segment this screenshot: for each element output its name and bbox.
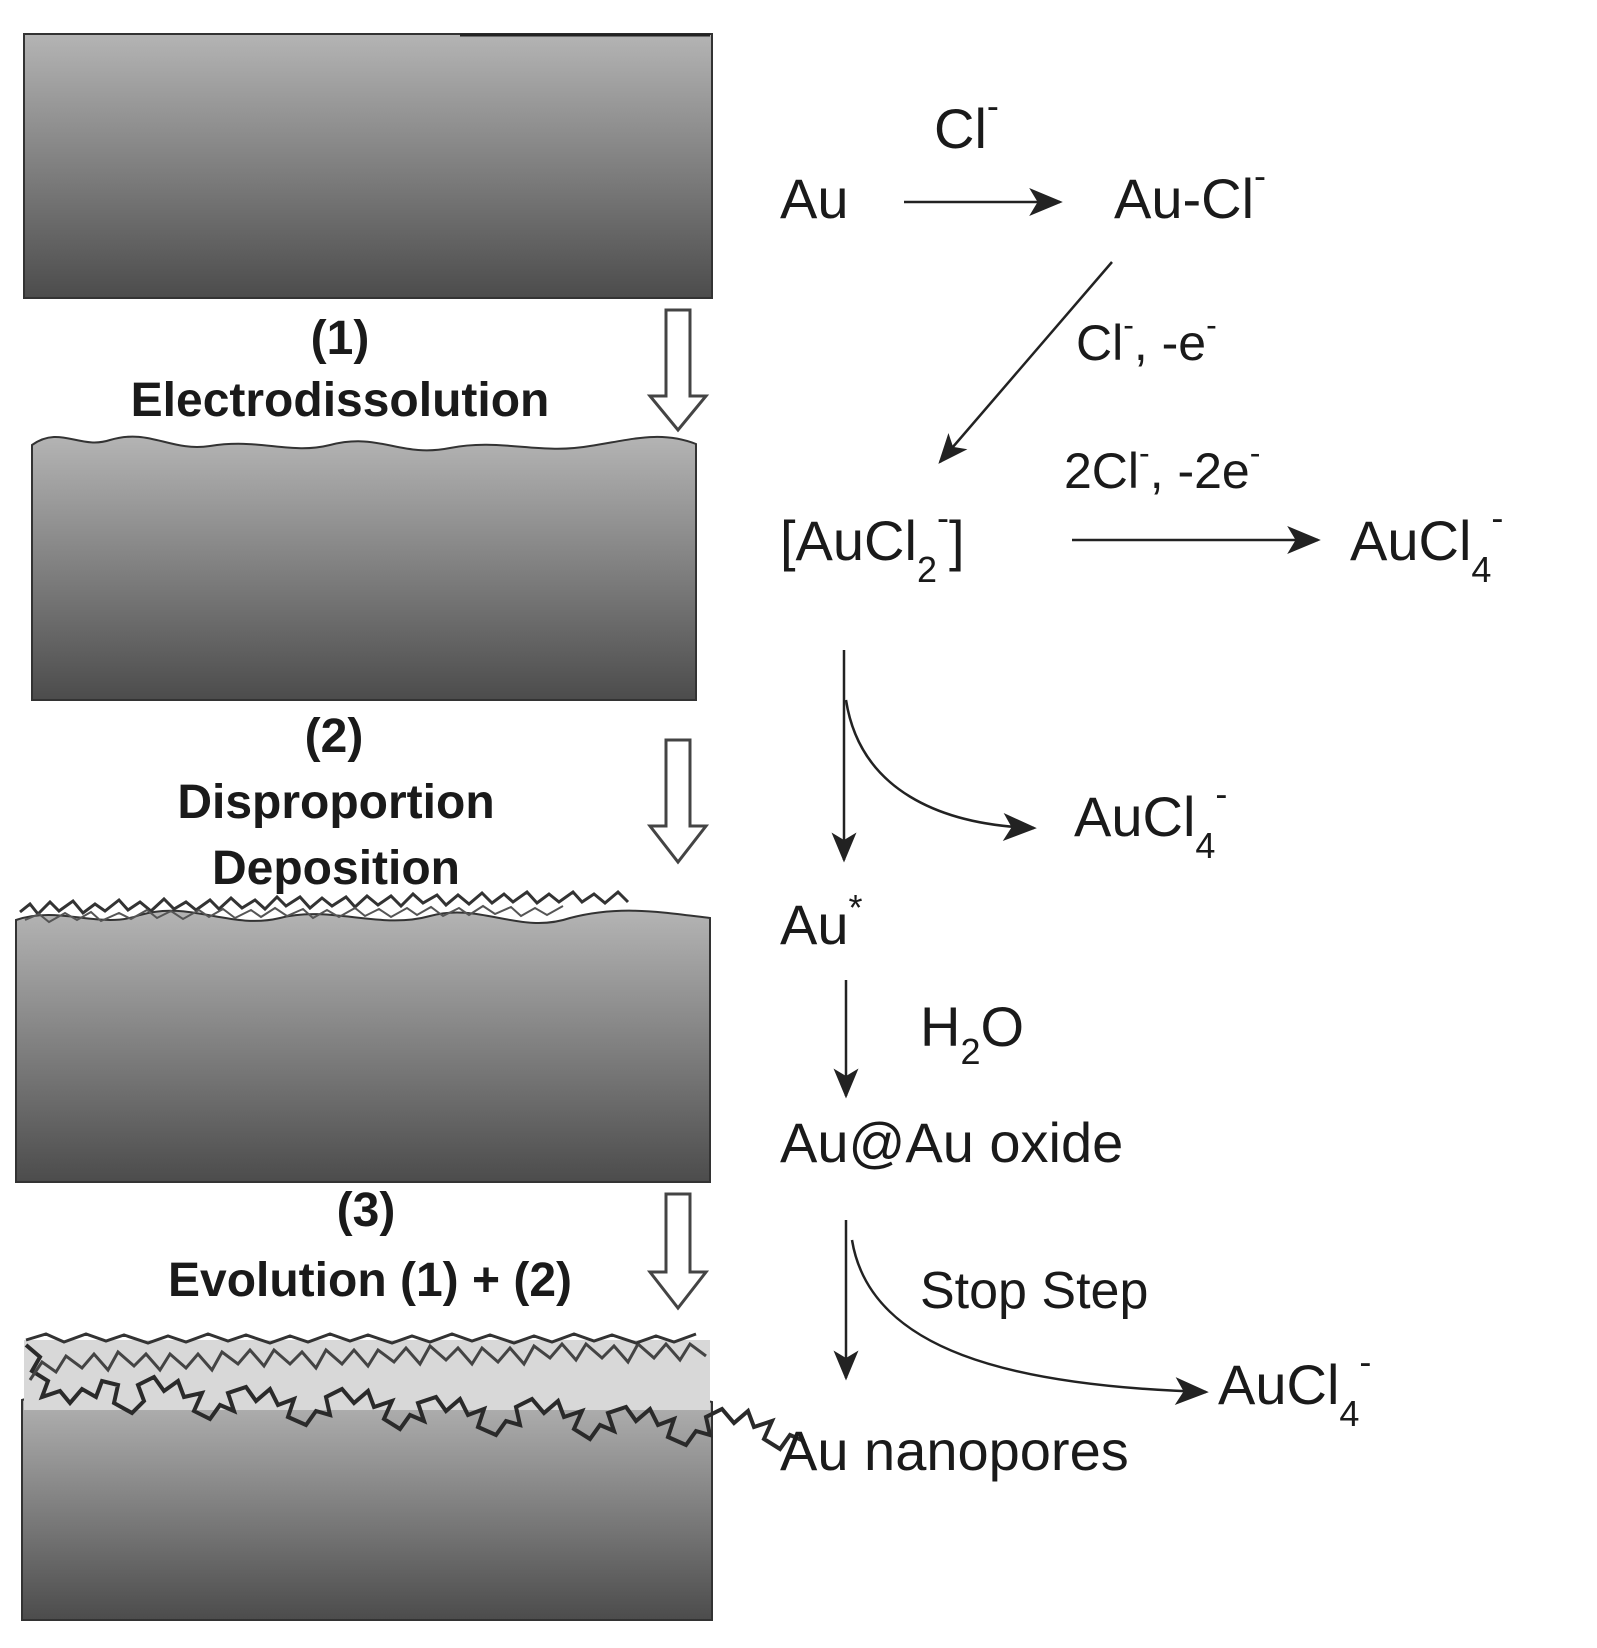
deposit-layer xyxy=(19,889,630,917)
nanoporous-electrode xyxy=(21,1391,713,1621)
condition-cl: Cl- xyxy=(934,85,999,160)
deposit-layer-inner xyxy=(24,904,564,924)
step-3-label: Evolution (1) + (2) xyxy=(168,1254,572,1307)
step-2-label-line1: Disproportion xyxy=(177,776,494,829)
hollow-arrow-2 xyxy=(646,738,710,865)
pore-network xyxy=(24,1343,805,1452)
species-au: Au xyxy=(780,167,849,230)
species-aucl4-top: AuCl4- xyxy=(1350,497,1503,590)
nanoporous-layer-background xyxy=(24,1340,710,1410)
deposited-electrode xyxy=(15,909,711,1183)
step-1-number: (1) xyxy=(311,312,370,365)
step-1-label: Electrodissolution xyxy=(131,374,550,427)
step-3-number: (3) xyxy=(337,1184,396,1237)
step-2-number: (2) xyxy=(305,710,364,763)
roughened-electrode xyxy=(31,435,697,701)
species-aucl2: [AuCl2-] xyxy=(780,497,965,590)
arrow-aucl-to-aucl2 xyxy=(938,261,1113,464)
reaction-arrows xyxy=(831,188,1321,1406)
arrow-stop-step-aucl4 xyxy=(850,1239,1209,1406)
condition-2cl-2e: 2Cl-, -2e- xyxy=(1064,435,1260,499)
electrode-stage-2 xyxy=(15,889,711,1183)
electrode-stage-0 xyxy=(23,33,713,299)
species-au-star: Au* xyxy=(780,887,863,956)
pore-layer-top xyxy=(25,1332,697,1345)
electrode-stage-3 xyxy=(21,1332,805,1621)
hollow-arrow-1 xyxy=(646,308,710,433)
hollow-arrow-3 xyxy=(646,1192,710,1311)
condition-stop-step: Stop Step xyxy=(920,1262,1148,1320)
species-au-nanopores: Au nanopores xyxy=(780,1419,1129,1482)
pore-network-inner xyxy=(28,1341,707,1381)
step-2-label-line2: Deposition xyxy=(212,842,460,895)
condition-cl-e: Cl-, -e- xyxy=(1076,307,1217,371)
arrow-disproportion-aucl4 xyxy=(844,699,1037,841)
species-au-cl: Au-Cl- xyxy=(1114,155,1266,230)
species-aucl4-bottom: AuCl4- xyxy=(1218,1341,1371,1434)
species-aucl4-mid: AuCl4- xyxy=(1074,773,1227,866)
electrode-stage-1 xyxy=(31,435,697,701)
flat-gold-electrode xyxy=(23,33,713,299)
condition-h2o: H2O xyxy=(920,995,1024,1072)
species-au-oxide: Au@Au oxide xyxy=(780,1111,1123,1174)
